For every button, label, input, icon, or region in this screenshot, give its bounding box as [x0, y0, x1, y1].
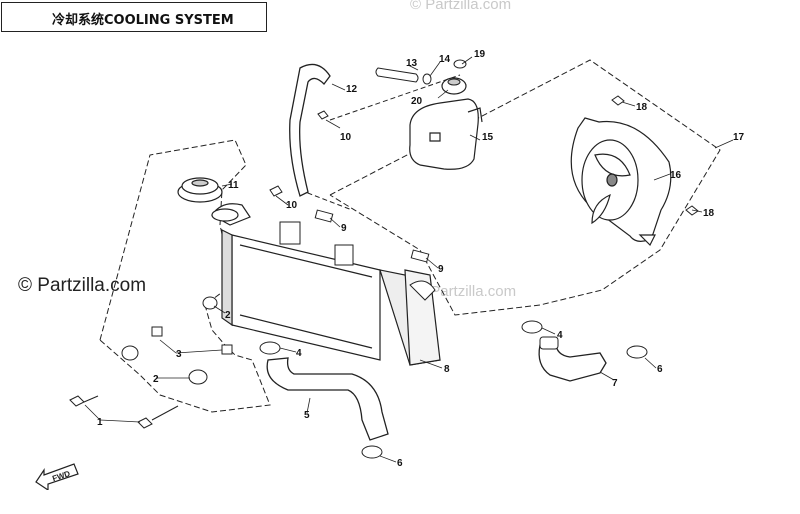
spacer-3b [221, 344, 233, 355]
callout-5: 5 [304, 410, 310, 421]
callout-19: 19 [474, 49, 486, 60]
callout-9b: 9 [438, 264, 444, 275]
radiator-cap [177, 177, 223, 203]
callout-7: 7 [612, 378, 618, 389]
callout-14: 14 [439, 54, 451, 65]
spacer-3a [151, 326, 163, 337]
clamp-6a [361, 445, 383, 459]
callout-6a: 6 [397, 458, 403, 469]
clamp-14 [422, 73, 432, 85]
leader-dash-12 [299, 189, 353, 211]
callout-17: 17 [733, 132, 745, 143]
radiator-core [211, 203, 441, 366]
callout-20: 20 [411, 96, 423, 107]
callout-1: 1 [97, 417, 103, 428]
radiator-bracket-right [334, 244, 354, 266]
callout-6b: 6 [657, 364, 663, 375]
clamp-4b [521, 320, 543, 334]
grommet-2c [188, 369, 208, 385]
callout-10a: 10 [286, 200, 298, 211]
fwd-arrow-icon: FWD [34, 460, 80, 495]
callout-10b: 10 [340, 132, 352, 143]
fan-hose [538, 342, 607, 382]
callout-2a: 2 [225, 310, 231, 321]
callout-16: 16 [670, 170, 682, 181]
group-outline-radiator [99, 139, 271, 413]
fan-assembly [570, 117, 672, 247]
callout-3: 3 [176, 349, 182, 360]
clamp-6b [626, 345, 648, 359]
clip-10a [269, 185, 283, 197]
clip-9b [410, 249, 430, 263]
leader-dash-10 [329, 74, 461, 121]
callout-11: 11 [228, 180, 239, 191]
callout-9a: 9 [341, 223, 347, 234]
title-box: 冷却系统COOLING SYSTEM [1, 2, 267, 32]
callout-4b: 4 [557, 330, 563, 341]
page-title: 冷却系统COOLING SYSTEM [52, 13, 234, 28]
callout-8: 8 [444, 364, 450, 375]
radiator-bracket-left [279, 221, 301, 245]
grommet-2a [202, 296, 218, 310]
grommet-2b [121, 345, 139, 361]
upper-hose [289, 63, 331, 197]
watermark-top: © Partzilla.com [410, 0, 512, 13]
outlet-pipe [409, 280, 436, 301]
bolt-18a [611, 95, 625, 106]
callout-2b: 2 [153, 374, 159, 385]
callout-18b: 18 [703, 208, 715, 219]
cap-plug [453, 59, 467, 69]
callout-12: 12 [346, 84, 358, 95]
lower-hose [266, 357, 389, 441]
clip-10b [317, 110, 329, 120]
clamp-4a [259, 341, 281, 355]
callout-4a: 4 [296, 348, 302, 359]
group-outline-fan [329, 59, 721, 316]
bolt-1a [69, 395, 85, 407]
reservoir-tank [409, 98, 483, 170]
clip-9a [314, 209, 334, 223]
overflow-pipe [375, 67, 419, 83]
watermark-center: © Partzilla.com [415, 283, 517, 300]
callout-15: 15 [482, 132, 494, 143]
callout-labels: 1 2 2 3 4 4 5 6 6 7 8 9 9 10 10 11 12 13… [97, 49, 745, 469]
callout-13: 13 [406, 58, 418, 69]
bolt-1b [137, 417, 153, 429]
watermark-main: © Partzilla.com [18, 275, 147, 296]
callout-18a: 18 [636, 102, 648, 113]
